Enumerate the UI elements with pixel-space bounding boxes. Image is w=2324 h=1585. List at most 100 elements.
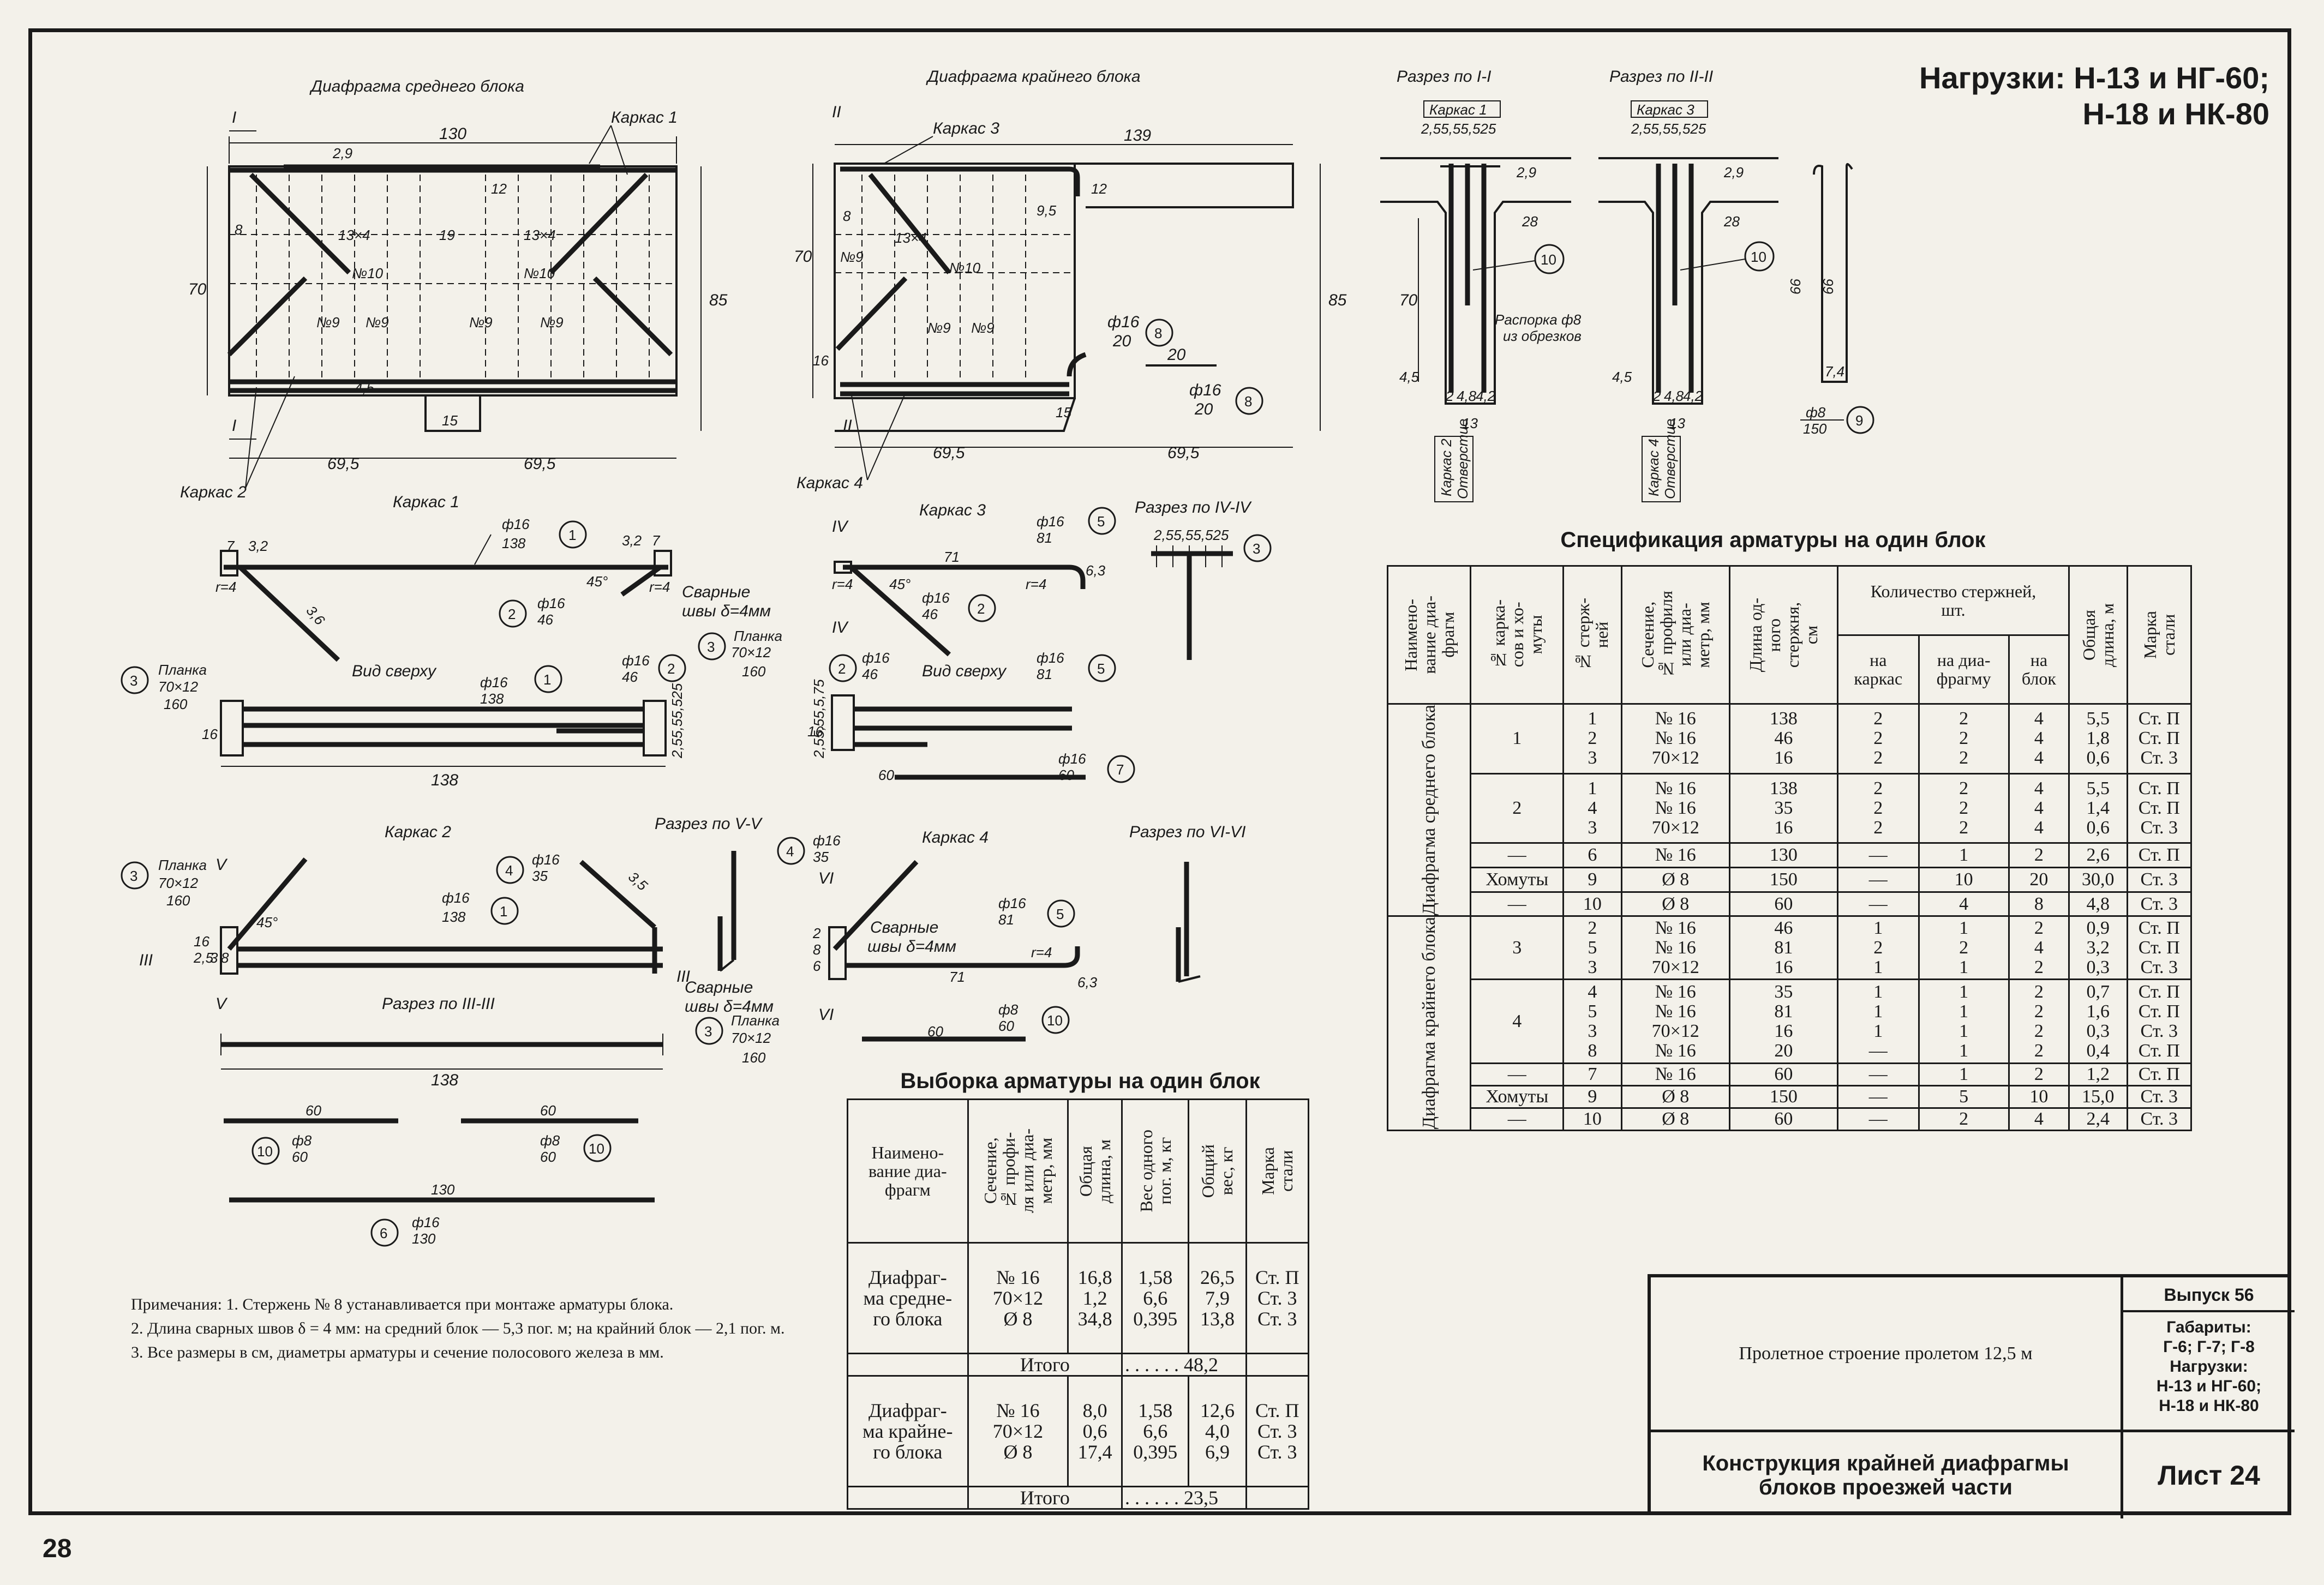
spec-cell-steel: Ст. П Ст. П Ст. 3 xyxy=(2126,772,2193,844)
sel-total-empty xyxy=(847,1486,969,1510)
bar7-number: 7 xyxy=(1116,761,1124,778)
end-block-title: Диафрагма крайнего блока xyxy=(926,68,1141,86)
section-6-title: Разрез по VI-VI xyxy=(1129,823,1246,841)
bar10b-number: 10 xyxy=(589,1140,604,1157)
mid-block-cut-mark-top: I xyxy=(232,109,236,127)
section-1-frame: Каркас 1 xyxy=(1429,101,1487,118)
bar10b-dia: ф8 xyxy=(540,1132,560,1149)
dim-r4: r=4 xyxy=(215,579,236,595)
spec-cell-frame: 4 xyxy=(1470,978,1565,1065)
spec-cell-frame: — xyxy=(1470,1062,1565,1086)
spec-cell-bar: 9 xyxy=(1562,866,1622,893)
dim-16: 16 xyxy=(813,352,829,369)
dim-16: 16 xyxy=(194,933,209,950)
bar5-dia-top: ф16 xyxy=(1037,650,1064,666)
dim-19: 19 xyxy=(439,227,455,243)
sel-cell-steel: Ст. П Ст. 3 Ст. 3 xyxy=(1245,1242,1310,1354)
section-2-spacing: 2,55,55,525 xyxy=(1631,121,1706,137)
dim-r4: r=4 xyxy=(1031,944,1052,960)
frame2-cut-bottom: V xyxy=(215,995,228,1013)
dim-4-8: 4,8 xyxy=(1457,388,1477,404)
spec-cell-per-block: 4 4 4 xyxy=(2008,772,2070,844)
spec-cell-section: № 16 № 16 70×12 xyxy=(1620,772,1730,844)
spec-cell-total: 1,2 xyxy=(2068,1062,2128,1086)
bar2-num-top: 2 xyxy=(838,661,846,677)
spec-cell-per-block: 4 4 4 xyxy=(2008,703,2070,775)
bar6-length-dim: 130 xyxy=(431,1181,455,1198)
sel-cell-name: Диафраг- ма крайне- го блока xyxy=(847,1375,969,1487)
section-2-2: Разрез по II-II Каркас 3 2,55,55,525 2,9… xyxy=(1598,68,1778,502)
bar1-dia: ф16 xyxy=(442,890,470,906)
mid-block-title: Диафрагма среднего блока xyxy=(309,77,524,95)
spec-cell-frame: Хомуты xyxy=(1470,1085,1565,1109)
dim-12: 12 xyxy=(491,181,507,197)
spec-header-length: Длина од- ного стержня, см xyxy=(1728,565,1839,705)
section-4-4: Разрез по IV-IV 2,55,55,525 3 xyxy=(1135,499,1272,660)
spec-cell-section: Ø 8 xyxy=(1620,866,1730,893)
dim-4-5: 4,5 xyxy=(1399,369,1419,385)
title-block-info: Выпуск 56 Габариты: Г-6; Г-7; Г-8 Нагруз… xyxy=(2123,1277,2295,1432)
spec-cell-section: № 16 xyxy=(1620,842,1730,868)
sel-header-section: Сечение, № профи- ля или диа- метр, мм xyxy=(967,1098,1069,1244)
bar5-dia: ф16 xyxy=(998,895,1026,911)
sel-cell-weight: 12,6 4,0 6,9 xyxy=(1188,1375,1247,1487)
spec-cell-per-diaphragm: 4 xyxy=(1918,891,2010,917)
dim-45: 45° xyxy=(586,573,608,590)
sel-cell-length: 16,8 1,2 34,8 xyxy=(1067,1242,1123,1354)
dim-r4: r=4 xyxy=(1026,576,1046,592)
bar5-dia: ф16 xyxy=(1037,513,1064,530)
bar1-number: 1 xyxy=(500,903,507,920)
bar2-length: 46 xyxy=(922,606,938,622)
bar1-length: 138 xyxy=(442,909,466,925)
bar5-len-top: 81 xyxy=(1037,666,1052,682)
bar7-length-dim: 60 xyxy=(878,767,894,783)
section-5-5: Разрез по V-V Сварные швы δ=4мм xyxy=(655,815,774,1016)
dim-2-9: 2,9 xyxy=(332,145,352,161)
dim-71: 71 xyxy=(949,969,965,985)
frame4-callout: Каркас 4 xyxy=(796,474,863,492)
dim-r4: r=4 xyxy=(649,579,670,595)
frame3-cut-bottom: IV xyxy=(832,619,849,637)
plate-length: 160 xyxy=(742,1049,766,1066)
spec-cell-per-frame: — xyxy=(1837,842,1920,868)
bar10a-dia: ф8 xyxy=(292,1132,312,1149)
bar2-dia: ф16 xyxy=(922,590,950,606)
spec-header-frame: № карка- сов и хо- муты xyxy=(1470,565,1565,705)
sel-cell-section: № 16 70×12 Ø 8 xyxy=(967,1375,1069,1487)
dim-8: 8 xyxy=(843,208,851,224)
spec-cell-per-diaphragm: 1 xyxy=(1918,1062,2010,1086)
spec-cell-length: 130 xyxy=(1728,842,1839,868)
spec-cell-length: 60 xyxy=(1728,1062,1839,1086)
dim-8: 8 xyxy=(235,221,243,238)
bar2-length: 46 xyxy=(537,611,553,628)
bar1-number: 1 xyxy=(568,527,576,543)
bar10-number: 10 xyxy=(1047,1012,1063,1029)
section-3-length: 138 xyxy=(431,1071,458,1089)
frame2-detail: Каркас 2 3 Планка 70×12 160 V V 45° 16 2… xyxy=(121,823,690,1013)
spec-cell-bar: 1 4 3 xyxy=(1562,772,1622,844)
dim-7: 7 xyxy=(652,532,661,549)
frame3-title: Каркас 3 xyxy=(919,501,986,519)
title-block-loads-label: Нагрузки: xyxy=(2170,1358,2248,1376)
sel-cell-length: 8,0 0,6 17,4 xyxy=(1067,1375,1123,1487)
section-2-title: Разрез по II-II xyxy=(1609,68,1713,86)
section-4-title: Разрез по IV-IV xyxy=(1135,499,1252,517)
spec-cell-steel: Ст. П Ст. П Ст. 3 Ст. П xyxy=(2126,978,2193,1065)
spec-cell-length: 35 81 16 20 xyxy=(1728,978,1839,1065)
sel-total-label: Итого xyxy=(967,1486,1123,1510)
bar6-number: 6 xyxy=(380,1225,387,1241)
stirrup-dia: ф8 xyxy=(1806,404,1826,421)
spec-group-name: Диафрагма среднего блока xyxy=(1386,703,1472,917)
bar8-dia-2: ф16 xyxy=(1189,381,1221,399)
plate-size: 70×12 xyxy=(158,875,199,891)
sel-total-empty xyxy=(847,1353,969,1377)
bar1-length: 138 xyxy=(502,535,526,551)
mid-block-total-height: 85 xyxy=(709,291,728,309)
dim-28: 28 xyxy=(1723,213,1740,230)
end-block-height: 70 xyxy=(794,248,812,266)
plate-label: Планка xyxy=(158,857,207,873)
